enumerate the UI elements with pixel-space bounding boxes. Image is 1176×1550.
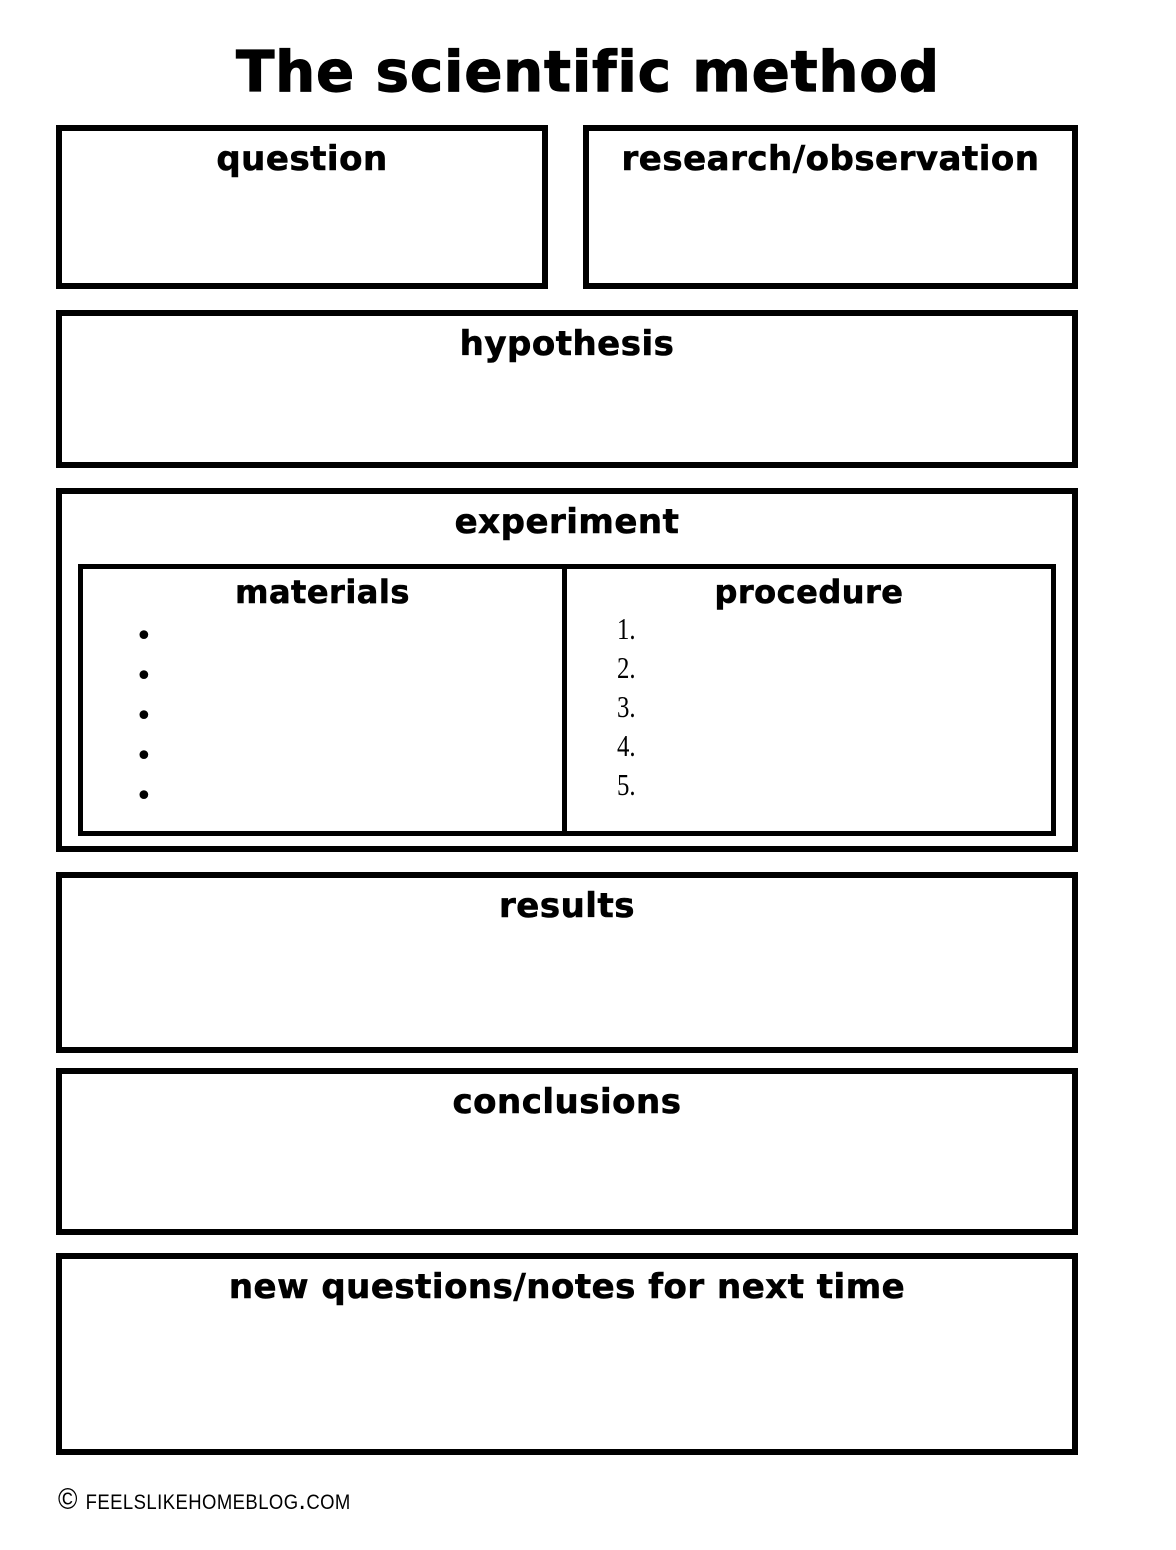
conclusions-label: conclusions: [452, 1082, 682, 1123]
new-questions-box: new questions/notes for next time: [56, 1253, 1078, 1455]
bullet-icon: •: [135, 619, 153, 654]
page-title: The scientific method: [235, 39, 940, 105]
step-number: 5.: [617, 767, 636, 802]
bullet-icon: •: [135, 779, 153, 814]
list-item: 4.: [617, 726, 640, 765]
list-item: 3.: [617, 687, 640, 726]
procedure-cell: procedure 1. 2. 3. 4. 5.: [567, 569, 1051, 831]
procedure-step-list: 1. 2. 3. 4. 5.: [617, 609, 640, 804]
step-number: 2.: [617, 650, 636, 685]
list-item: 2.: [617, 648, 640, 687]
materials-bullet-list: • • • • •: [135, 617, 153, 817]
research-observation-box: research/observation: [583, 125, 1078, 289]
question-label: question: [216, 139, 388, 180]
bullet-icon: •: [135, 659, 153, 694]
step-number: 4.: [617, 728, 636, 763]
question-box: question: [56, 125, 548, 289]
new-questions-label: new questions/notes for next time: [228, 1267, 906, 1308]
experiment-box: experiment materials • • • • • procedure…: [56, 488, 1078, 852]
list-item: •: [135, 657, 153, 697]
list-item: •: [135, 617, 153, 657]
list-item: 5.: [617, 765, 640, 804]
bullet-icon: •: [135, 699, 153, 734]
list-item: •: [135, 697, 153, 737]
conclusions-box: conclusions: [56, 1068, 1078, 1235]
materials-procedure-table: materials • • • • • procedure 1. 2. 3. 4…: [78, 564, 1056, 836]
hypothesis-box: hypothesis: [56, 310, 1078, 468]
hypothesis-label: hypothesis: [459, 324, 675, 365]
copyright-text: © feelslikehomeblog.com: [58, 1483, 351, 1516]
results-box: results: [56, 872, 1078, 1053]
results-label: results: [499, 886, 635, 927]
bullet-icon: •: [135, 739, 153, 774]
materials-label: materials: [235, 573, 410, 612]
list-item: 1.: [617, 609, 640, 648]
materials-cell: materials • • • • •: [83, 569, 567, 831]
step-number: 3.: [617, 689, 636, 724]
procedure-label: procedure: [714, 573, 904, 612]
research-observation-label: research/observation: [621, 139, 1040, 180]
experiment-label: experiment: [454, 502, 680, 543]
list-item: •: [135, 777, 153, 817]
step-number: 1.: [617, 611, 636, 646]
list-item: •: [135, 737, 153, 777]
